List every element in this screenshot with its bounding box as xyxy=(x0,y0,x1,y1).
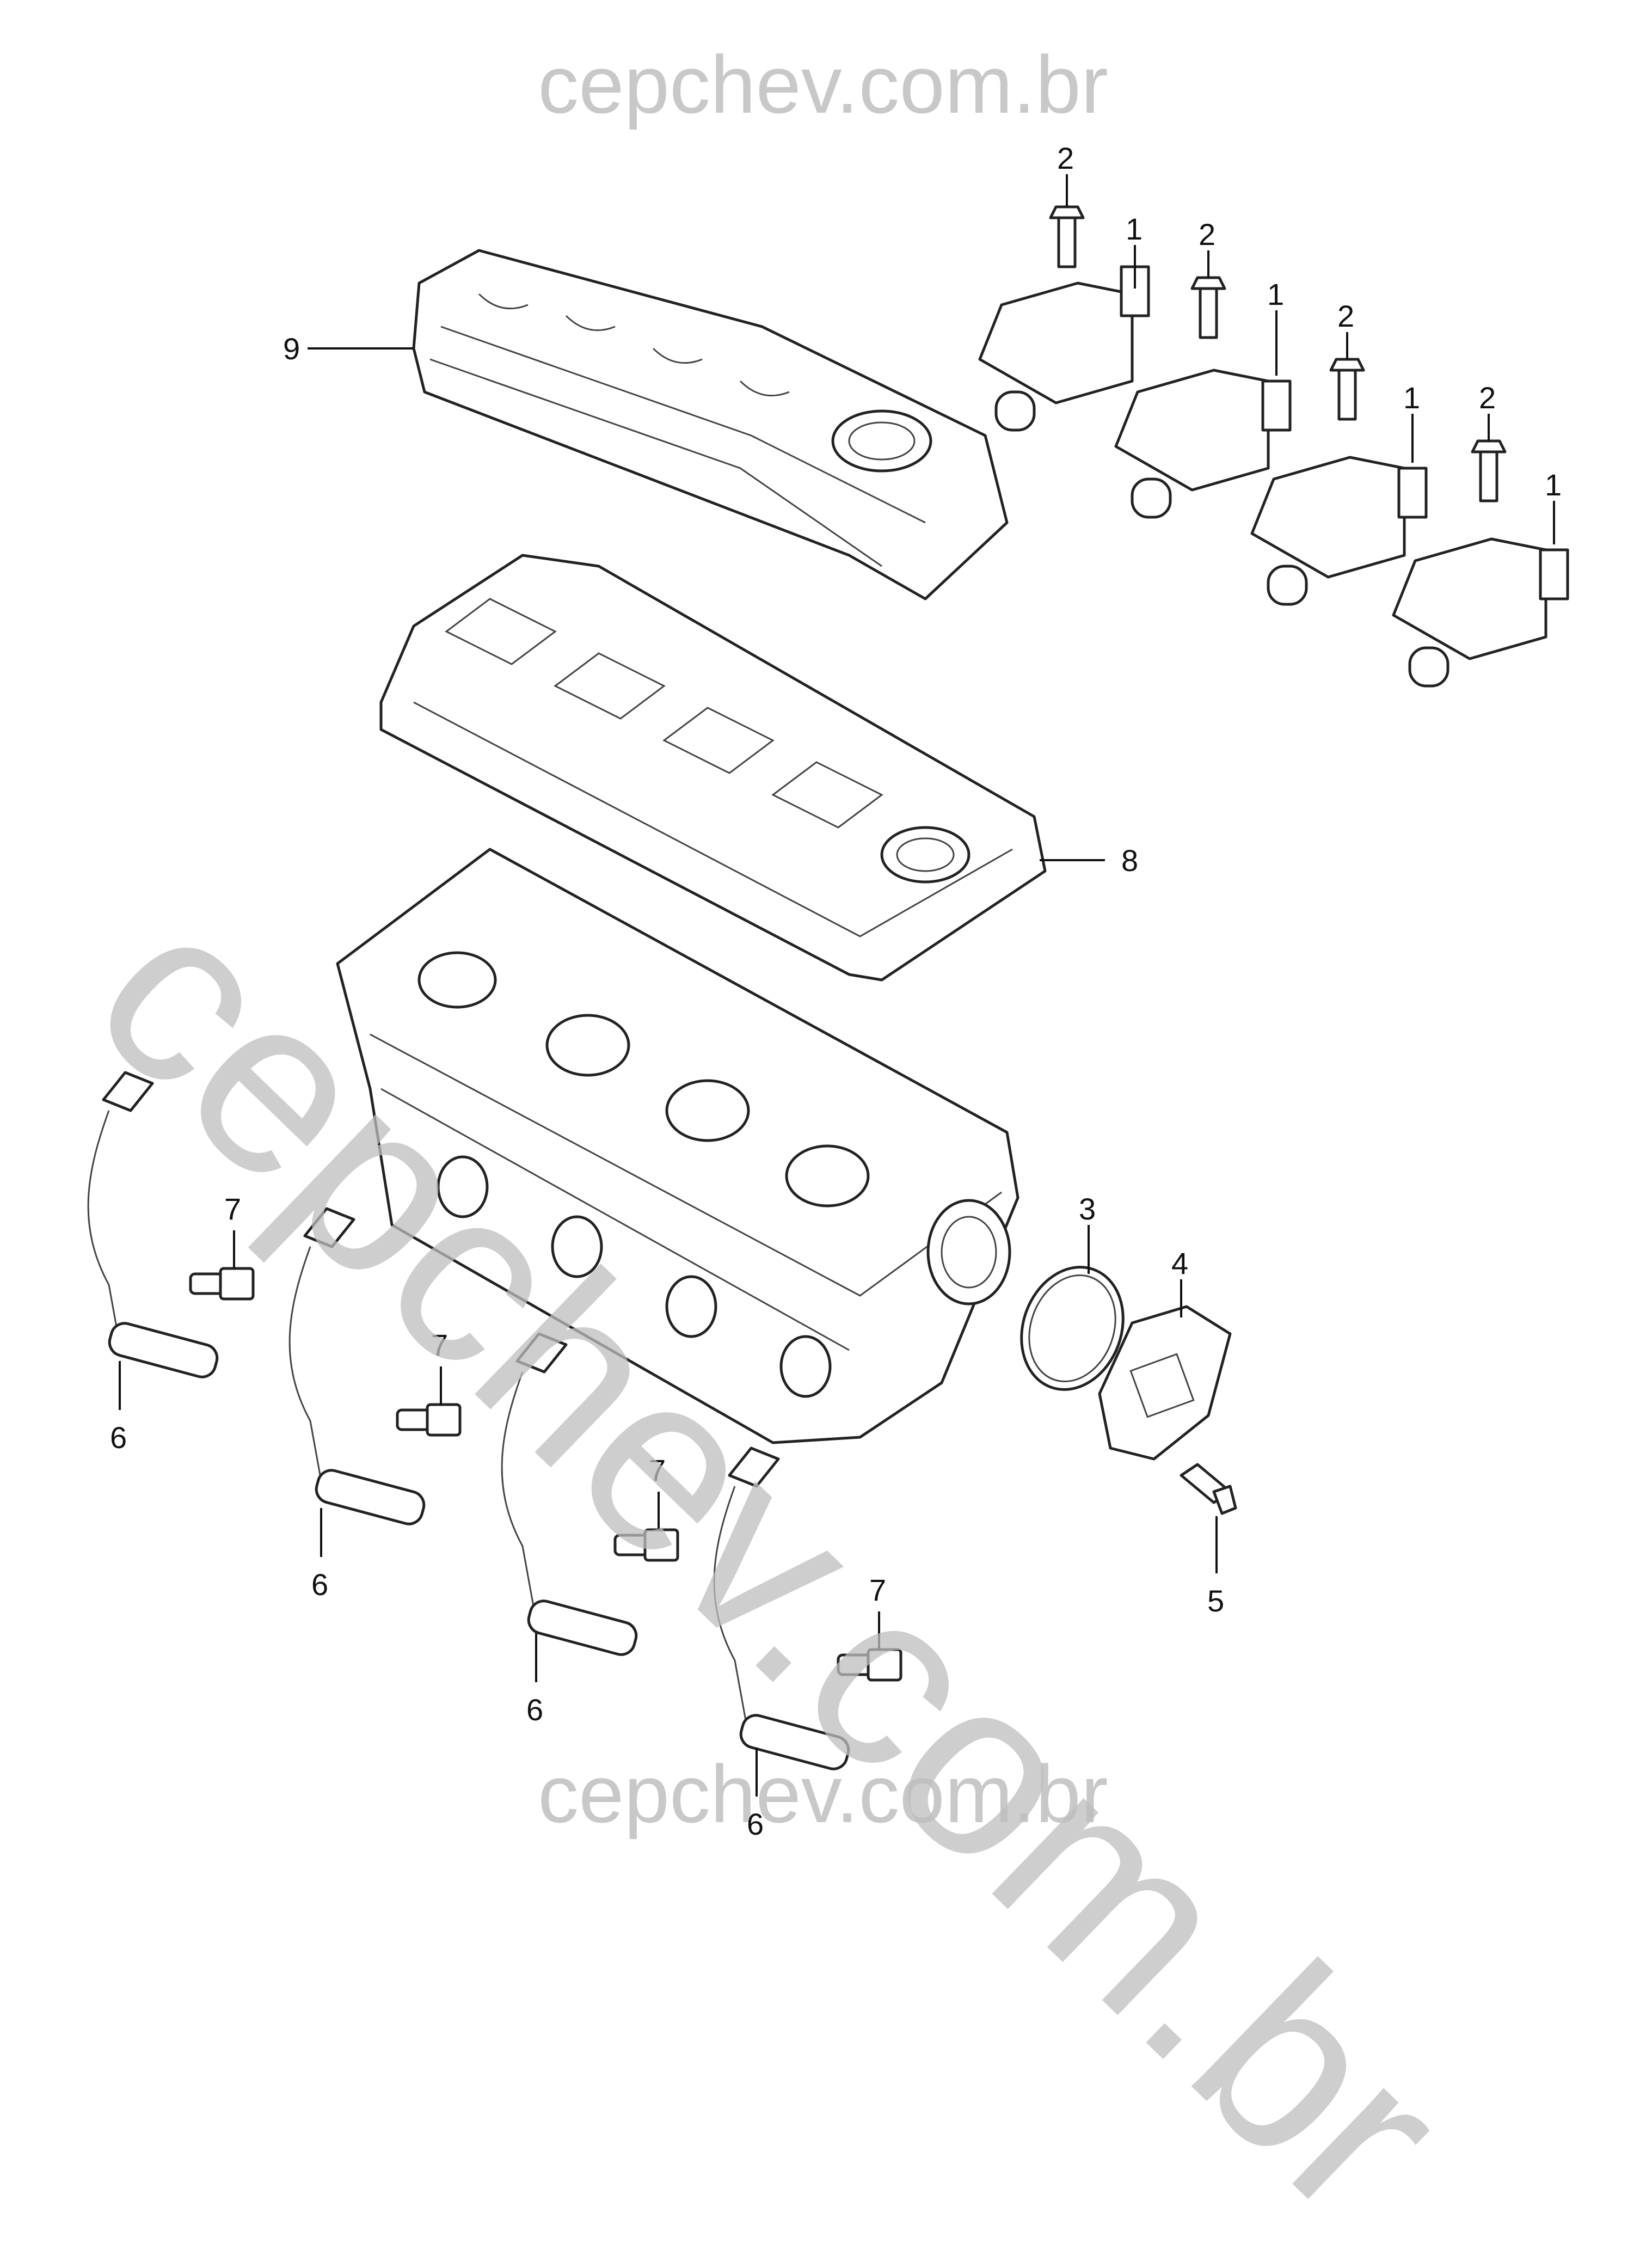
spark-plugs xyxy=(189,1267,902,1682)
spark-plug-wire-3 xyxy=(501,1332,638,1656)
spark-plug-4 xyxy=(837,1648,902,1682)
callout-1b: 1 xyxy=(1267,277,1284,311)
callout-1c: 1 xyxy=(1403,381,1420,415)
spark-plug-1 xyxy=(189,1267,255,1301)
callout-7b: 7 xyxy=(431,1328,448,1362)
callout-2c: 2 xyxy=(1337,299,1354,333)
o-ring xyxy=(1020,1266,1125,1391)
callout-2d: 2 xyxy=(1479,381,1496,415)
callout-2b: 2 xyxy=(1199,217,1215,252)
watermark-top: cepchev.com.br xyxy=(538,39,1108,130)
callout-3: 3 xyxy=(1079,1192,1096,1226)
callout-4: 4 xyxy=(1171,1246,1188,1280)
callout-8: 8 xyxy=(1121,843,1138,878)
cover-plate xyxy=(1098,1305,1232,1461)
callout-5: 5 xyxy=(1207,1584,1224,1618)
callout-7a: 7 xyxy=(224,1192,241,1226)
callout-1a: 1 xyxy=(1126,212,1143,246)
callout-7d: 7 xyxy=(869,1573,886,1607)
spark-plug-2 xyxy=(396,1403,462,1437)
coil-set-3 xyxy=(1250,358,1428,606)
callout-6a: 6 xyxy=(110,1420,127,1455)
exploded-parts-diagram: 9 2 xyxy=(87,141,1569,1841)
coil-set-4 xyxy=(1392,439,1569,688)
spark-plug-wire-4 xyxy=(713,1446,850,1770)
engine-cover xyxy=(412,249,1009,600)
callout-7c: 7 xyxy=(649,1453,666,1487)
callout-2a: 2 xyxy=(1057,141,1074,175)
callout-9: 9 xyxy=(283,332,300,366)
ignition-coils xyxy=(978,205,1569,688)
callout-6c: 6 xyxy=(526,1693,543,1727)
cylinder-head xyxy=(336,848,1019,1444)
coil-set-1 xyxy=(978,205,1150,432)
callout-6b: 6 xyxy=(311,1567,328,1602)
spark-plug-wire-2 xyxy=(288,1207,426,1525)
callout-1d: 1 xyxy=(1545,468,1562,502)
coil-set-2 xyxy=(1114,276,1292,519)
spark-plug-3 xyxy=(613,1528,679,1562)
cover-bolt xyxy=(1180,1463,1237,1515)
valve-cover xyxy=(379,554,1047,982)
o-ring-inner xyxy=(1028,1274,1116,1382)
spark-plug-wires xyxy=(87,1071,850,1770)
callout-6d: 6 xyxy=(747,1807,764,1841)
spark-plug-wire-1 xyxy=(87,1071,219,1378)
